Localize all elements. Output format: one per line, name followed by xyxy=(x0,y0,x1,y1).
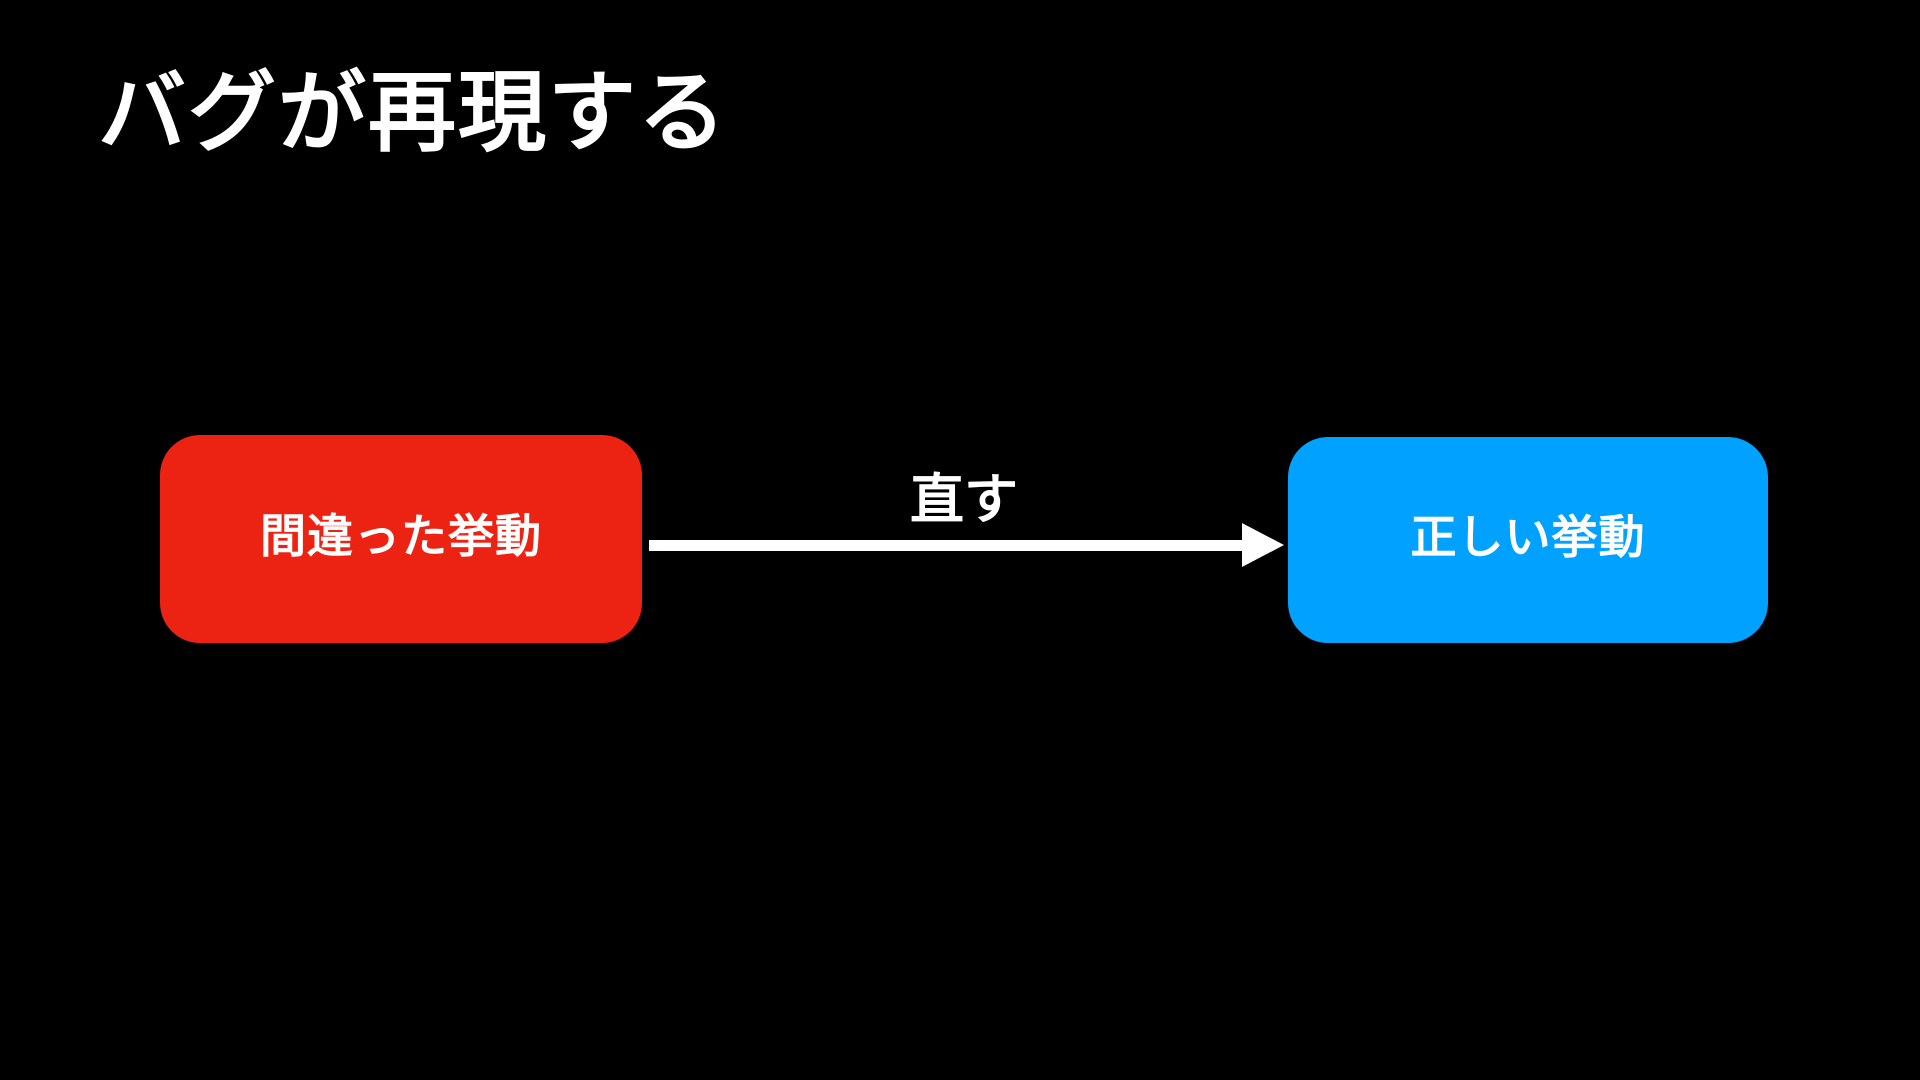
node-wrong-behavior-label: 間違った挙動 xyxy=(260,509,542,563)
node-wrong-behavior: 間違った挙動 xyxy=(160,435,642,643)
node-correct-behavior: 正しい挙動 xyxy=(1288,437,1768,643)
page-title: バグが再現する xyxy=(98,61,729,164)
node-correct-behavior-label: 正しい挙動 xyxy=(1410,510,1646,564)
fix-arrow-label: 直す xyxy=(910,468,1018,531)
fix-arrow-shaft xyxy=(649,540,1245,551)
fix-arrow-head xyxy=(1242,523,1284,567)
